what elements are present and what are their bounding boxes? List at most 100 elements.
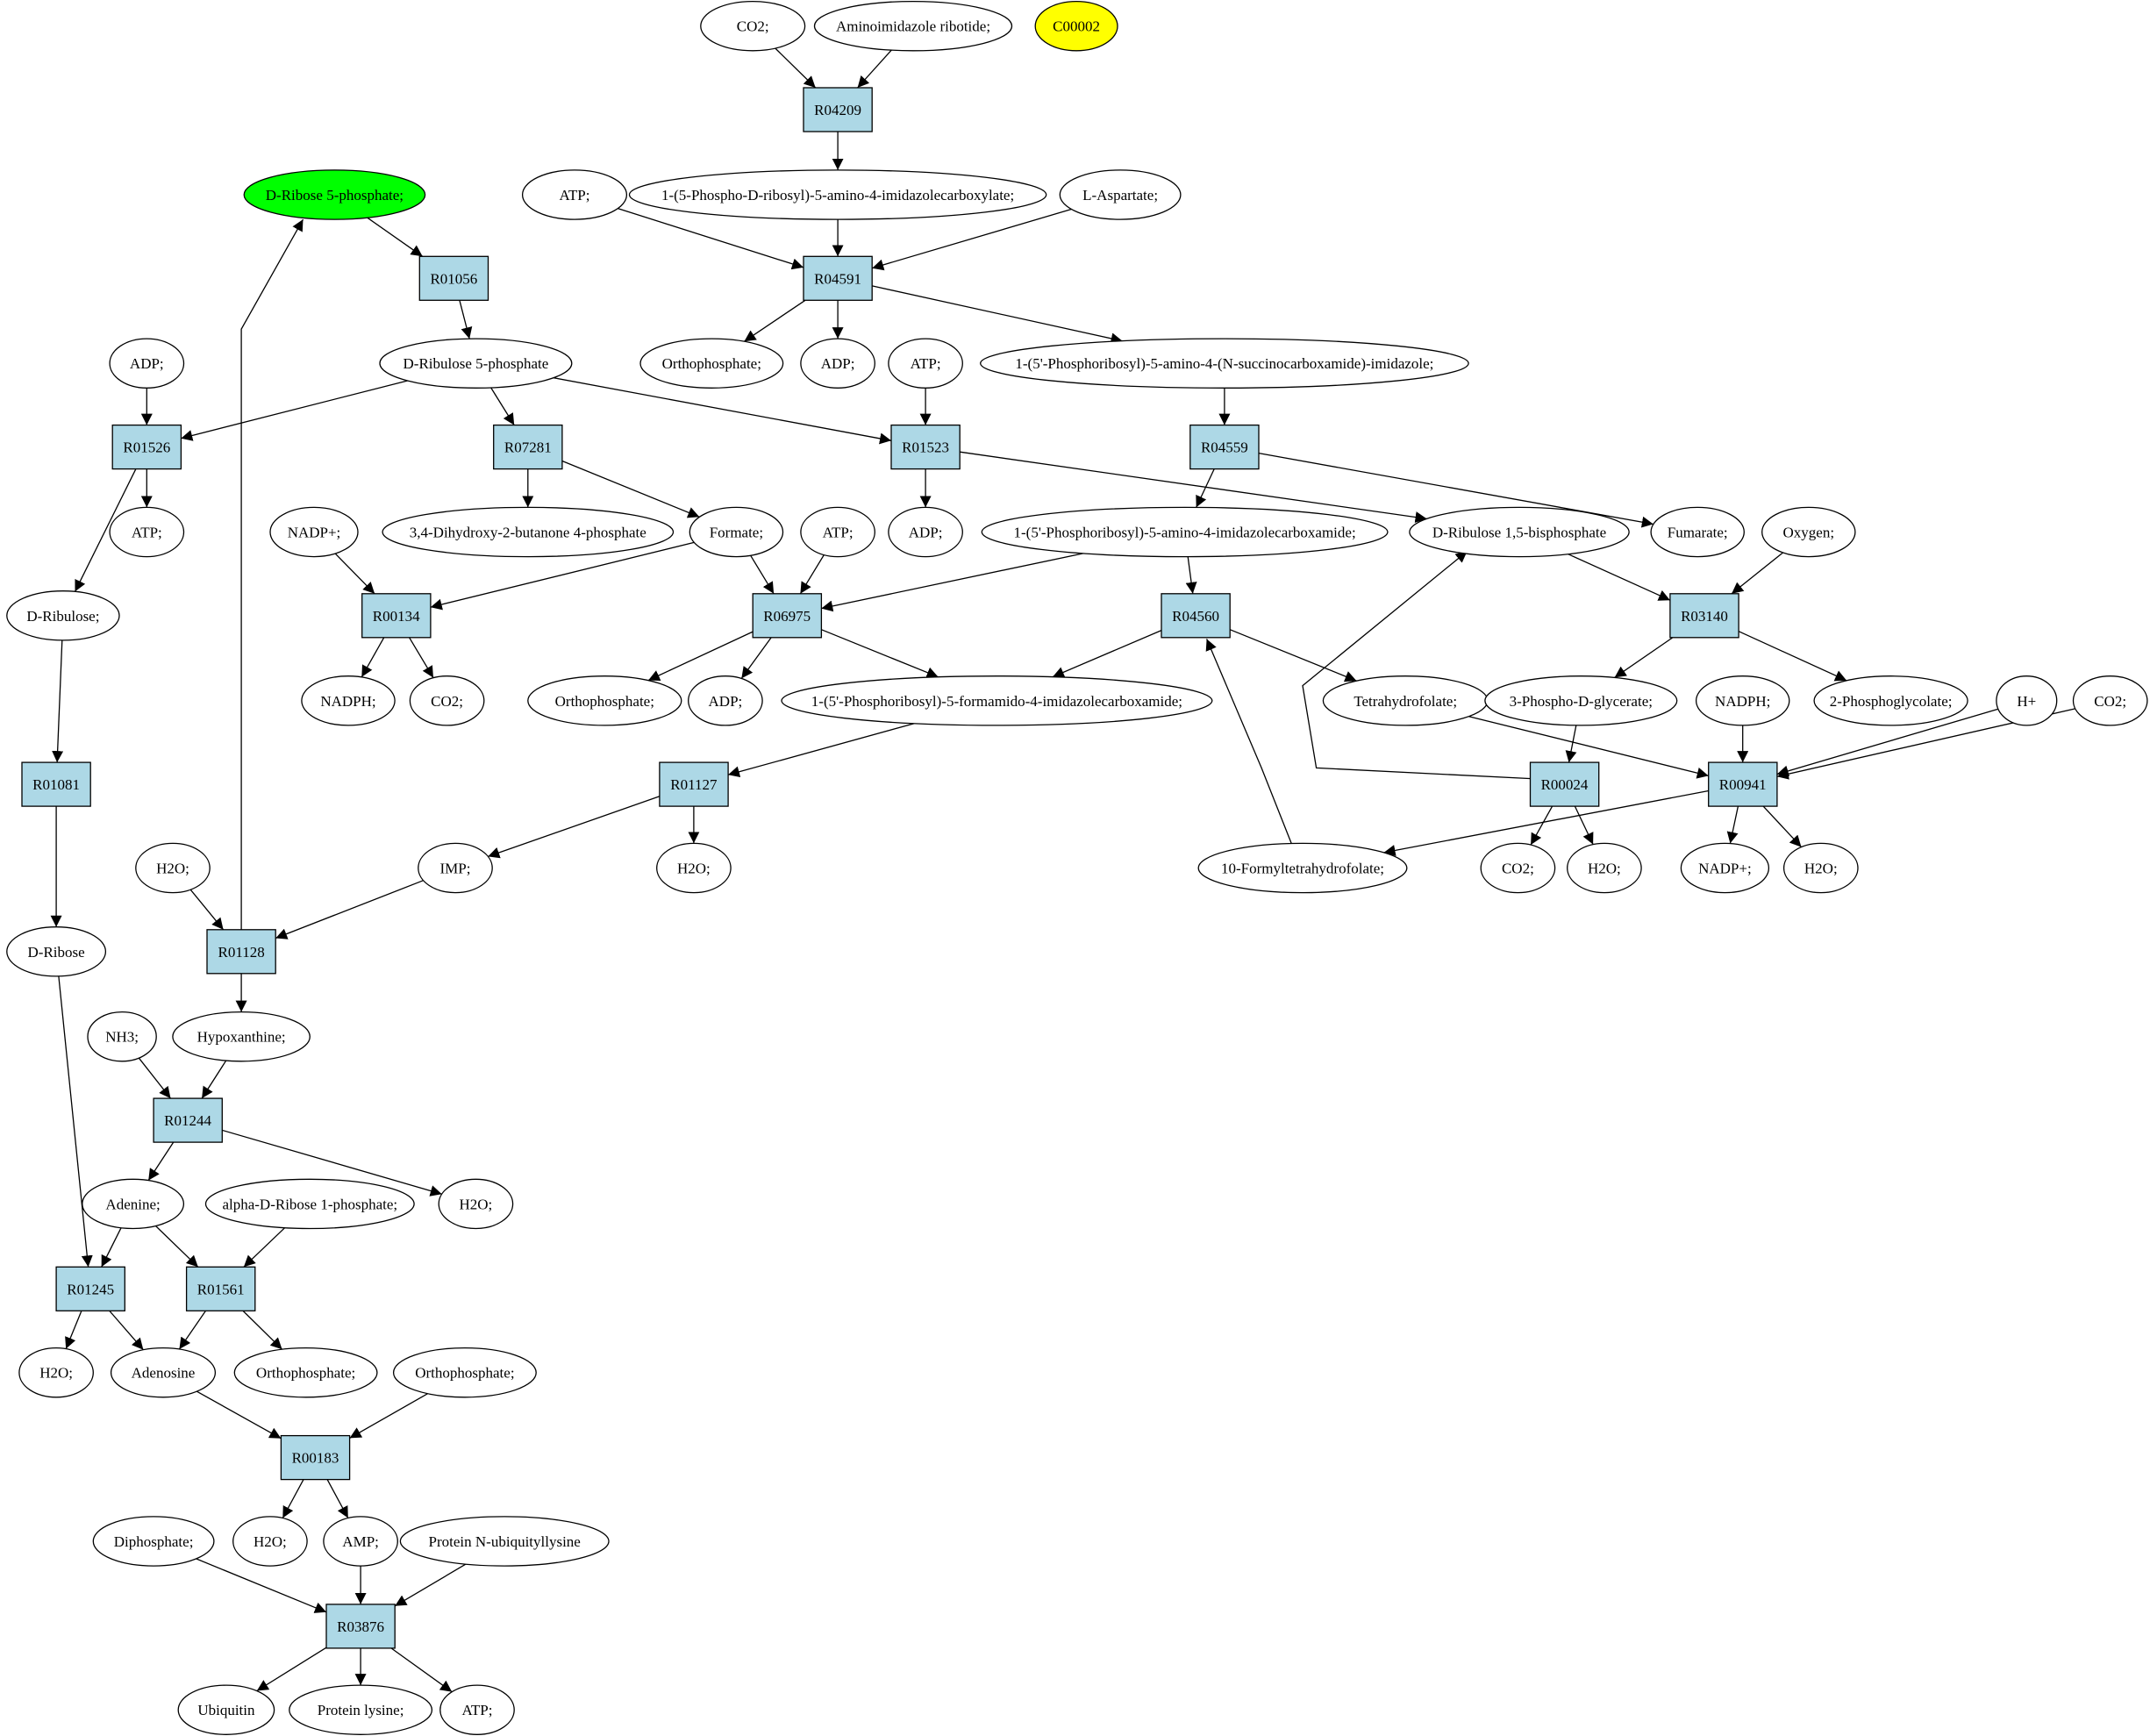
reaction-node-r01523[interactable]: R01523 bbox=[890, 424, 961, 470]
metabolite-ellipse bbox=[1650, 506, 1745, 558]
node-label: NADPH; bbox=[320, 693, 375, 710]
metabolite-node-thf[interactable]: Tetrahydrofolate; bbox=[1322, 675, 1489, 726]
metabolite-node-dhbp[interactable]: 3,4-Dihydroxy-2-butanone 4-phosphate bbox=[382, 506, 675, 558]
metabolite-node-atp-l[interactable]: ATP; bbox=[109, 506, 185, 558]
reaction-node-r00024[interactable]: R00024 bbox=[1529, 761, 1600, 807]
metabolite-node-pi-a[interactable]: Orthophosphate; bbox=[639, 338, 784, 389]
metabolite-node-pi-d[interactable]: Orthophosphate; bbox=[392, 1347, 537, 1398]
metabolite-node-amp[interactable]: AMP; bbox=[323, 1516, 398, 1567]
metabolite-node-adenine[interactable]: Adenine; bbox=[82, 1178, 185, 1230]
metabolite-node-h2o-c[interactable]: H2O; bbox=[1567, 842, 1642, 894]
reaction-node-r00183[interactable]: R00183 bbox=[280, 1434, 351, 1481]
edge-ribu5p-to-R01523 bbox=[553, 377, 892, 445]
node-label: R01245 bbox=[67, 1281, 114, 1297]
metabolite-ellipse bbox=[888, 506, 963, 558]
metabolite-node-dribulose[interactable]: D-Ribulose; bbox=[6, 590, 120, 641]
reaction-node-r04560[interactable]: R04560 bbox=[1161, 593, 1231, 639]
metabolite-node-nadph-b[interactable]: NADPH; bbox=[1695, 675, 1790, 726]
reaction-node-r01056[interactable]: R01056 bbox=[418, 255, 489, 301]
reaction-node-r00941[interactable]: R00941 bbox=[1708, 761, 1778, 807]
reaction-node-r04591[interactable]: R04591 bbox=[803, 255, 873, 301]
reaction-node-r06975[interactable]: R06975 bbox=[752, 593, 823, 639]
metabolite-node-pi-c[interactable]: Orthophosphate; bbox=[233, 1347, 378, 1398]
reaction-node-r03140[interactable]: R03140 bbox=[1669, 593, 1739, 639]
metabolite-node-co2-b[interactable]: CO2; bbox=[2072, 675, 2148, 726]
metabolite-node-pnul[interactable]: Protein N-ubiquityllysine bbox=[399, 1516, 610, 1567]
metabolite-node-hypox[interactable]: Hypoxanthine; bbox=[172, 1011, 311, 1062]
metabolite-node-atp-a[interactable]: ATP; bbox=[521, 169, 628, 220]
reaction-node-r01245[interactable]: R01245 bbox=[55, 1266, 125, 1311]
metabolite-node-diphos[interactable]: Diphosphate; bbox=[92, 1516, 215, 1567]
metabolite-node-plys[interactable]: Protein lysine; bbox=[289, 1684, 433, 1735]
metabolite-node-imp[interactable]: IMP; bbox=[418, 842, 493, 894]
metabolite-node-oxygen[interactable]: Oxygen; bbox=[1761, 506, 1856, 558]
metabolite-node-ubiquitin[interactable]: Ubiquitin bbox=[177, 1684, 275, 1735]
reaction-node-r04209[interactable]: R04209 bbox=[803, 87, 873, 132]
metabolite-node-nadp-a[interactable]: NADP+; bbox=[269, 506, 359, 558]
metabolite-node-ribu5p[interactable]: D-Ribulose 5-phosphate bbox=[379, 338, 573, 389]
metabolite-node-pi-b[interactable]: Orthophosphate; bbox=[527, 675, 682, 726]
node-label: 1-(5'-Phosphoribosyl)-5-amino-4-(N-succi… bbox=[1015, 355, 1433, 372]
metabolite-node-co2-c[interactable]: CO2; bbox=[1480, 842, 1556, 894]
reaction-node-r01526[interactable]: R01526 bbox=[111, 424, 182, 470]
reaction-node-r07281[interactable]: R07281 bbox=[493, 424, 563, 470]
metabolite-node-formate[interactable]: Formate; bbox=[689, 506, 784, 558]
metabolite-node-adp-c[interactable]: ADP; bbox=[688, 675, 763, 726]
reaction-node-r03876[interactable]: R03876 bbox=[325, 1604, 396, 1649]
edge-R04559-to-aicar bbox=[1196, 468, 1215, 508]
reaction-node-r01561[interactable]: R01561 bbox=[185, 1266, 256, 1311]
metabolite-node-aicar[interactable]: 1-(5'-Phosphoribosyl)-5-amino-4-imidazol… bbox=[981, 506, 1389, 558]
metabolite-node-ar1p[interactable]: alpha-D-Ribose 1-phosphate; bbox=[204, 1178, 415, 1230]
metabolite-node-h2o-e[interactable]: H2O; bbox=[438, 1178, 514, 1230]
metabolite-ellipse bbox=[109, 506, 185, 558]
metabolite-node-cair[interactable]: 1-(5-Phospho-D-ribosyl)-5-amino-4-imidaz… bbox=[628, 169, 1047, 220]
metabolite-node-saicar[interactable]: 1-(5'-Phosphoribosyl)-5-amino-4-(N-succi… bbox=[980, 338, 1469, 389]
metabolite-node-atp-c[interactable]: ATP; bbox=[800, 506, 875, 558]
reaction-node-r04559[interactable]: R04559 bbox=[1189, 424, 1260, 470]
metabolite-node-rubp[interactable]: D-Ribulose 1,5-bisphosphate bbox=[1409, 506, 1630, 558]
metabolite-node-h2o-a[interactable]: H2O; bbox=[135, 842, 211, 894]
metabolite-node-fthf[interactable]: 10-Formyltetrahydrofolate; bbox=[1197, 842, 1408, 894]
metabolite-node-h2o-f[interactable]: H2O; bbox=[18, 1347, 94, 1398]
reaction-node-r01127[interactable]: R01127 bbox=[659, 761, 729, 807]
reaction-node-r01081[interactable]: R01081 bbox=[21, 761, 91, 807]
metabolite-node-atp-d[interactable]: ATP; bbox=[439, 1684, 515, 1735]
metabolite-node-pga[interactable]: 3-Phospho-D-glycerate; bbox=[1484, 675, 1678, 726]
metabolite-node-asp[interactable]: L-Aspartate; bbox=[1059, 169, 1182, 220]
metabolite-node-co2-top[interactable]: CO2; bbox=[700, 0, 806, 52]
reaction-node-r00134[interactable]: R00134 bbox=[361, 593, 432, 639]
metabolite-node-air[interactable]: Aminoimidazole ribotide; bbox=[813, 0, 1013, 52]
edge-thf-to-R00941 bbox=[1468, 716, 1709, 779]
metabolite-node-dribose[interactable]: D-Ribose bbox=[6, 926, 107, 977]
node-label: NADPH; bbox=[1715, 693, 1770, 710]
node-label: CO2; bbox=[737, 18, 769, 35]
metabolite-node-adenosine[interactable]: Adenosine bbox=[110, 1347, 217, 1398]
metabolite-node-h2o-b[interactable]: H2O; bbox=[656, 842, 732, 894]
metabolite-node-fumarate[interactable]: Fumarate; bbox=[1650, 506, 1745, 558]
reaction-node-r01128[interactable]: R01128 bbox=[206, 929, 276, 975]
metabolite-node-adp-b[interactable]: ADP; bbox=[888, 506, 963, 558]
metabolite-node-nadp-b[interactable]: NADP+; bbox=[1680, 842, 1770, 894]
metabolite-node-d-ribose5p-src[interactable]: D-Ribose 5-phosphate; bbox=[243, 169, 426, 220]
metabolite-node-hplus[interactable]: H+ bbox=[1996, 675, 2058, 726]
metabolite-node-adp-l[interactable]: ADP; bbox=[109, 338, 185, 389]
node-label: ATP; bbox=[560, 187, 590, 204]
metabolite-ellipse bbox=[527, 675, 682, 726]
metabolite-node-faicar[interactable]: 1-(5'-Phosphoribosyl)-5-formamido-4-imid… bbox=[781, 675, 1213, 726]
metabolite-node-h2o-d[interactable]: H2O; bbox=[1782, 842, 1859, 894]
metabolite-node-nh3[interactable]: NH3; bbox=[87, 1011, 157, 1062]
node-label: H2O; bbox=[1588, 861, 1621, 877]
metabolite-node-nadph-a[interactable]: NADPH; bbox=[301, 675, 396, 726]
metabolite-node-pglycolate[interactable]: 2-Phosphoglycolate; bbox=[1813, 675, 1968, 726]
metabolite-node-c00002[interactable]: C00002 bbox=[1034, 0, 1118, 52]
reaction-box bbox=[890, 424, 961, 470]
metabolite-node-adp-a[interactable]: ADP; bbox=[800, 338, 875, 389]
metabolite-node-co2-a[interactable]: CO2; bbox=[409, 675, 485, 726]
edge-R01523-to-rubp bbox=[960, 451, 1427, 523]
metabolite-node-atp-b[interactable]: ATP; bbox=[888, 338, 963, 389]
node-label: L-Aspartate; bbox=[1082, 187, 1158, 204]
metabolite-node-h2o-g[interactable]: H2O; bbox=[232, 1516, 308, 1567]
edge-atp_c-to-R06975 bbox=[799, 554, 825, 595]
edge-R07281-to-formate bbox=[561, 460, 700, 518]
reaction-node-r01244[interactable]: R01244 bbox=[153, 1097, 223, 1143]
